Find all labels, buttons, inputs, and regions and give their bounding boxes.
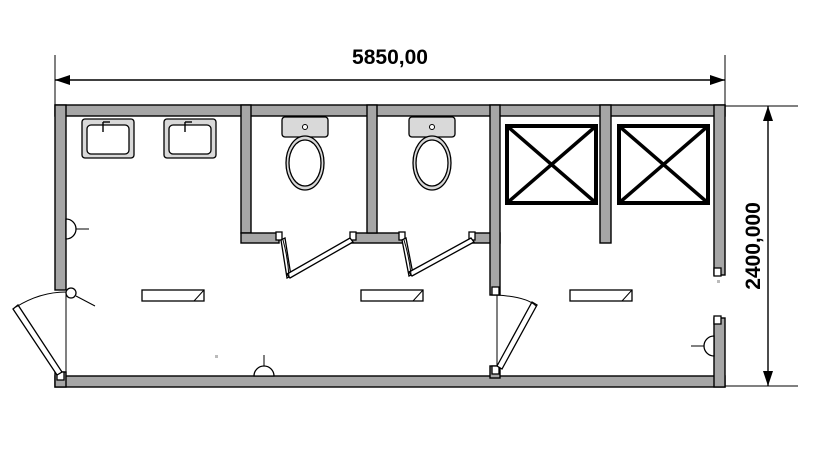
shower-tray-2 [617,124,710,205]
entrance-door [12,291,67,376]
toilet-2 [408,116,456,191]
depth-label: 2400,000 [742,202,765,290]
radiator-shower [569,289,633,302]
stall-2-door [401,237,475,277]
toilet-1 [281,116,329,191]
interior-walls [56,104,722,381]
sink-1 [81,118,135,159]
depth-dimension: 2400,000 [725,105,798,387]
width-dimension: 5850,00 [54,46,726,105]
shower-room-door [496,294,538,370]
radiator-stalls [360,289,424,302]
shower-tray-1 [505,124,598,205]
sink-2 [163,118,217,159]
stall-1-door [280,237,354,279]
width-label: 5850,00 [352,46,428,69]
wall-fittings [65,218,720,377]
radiator-washroom [141,289,205,302]
